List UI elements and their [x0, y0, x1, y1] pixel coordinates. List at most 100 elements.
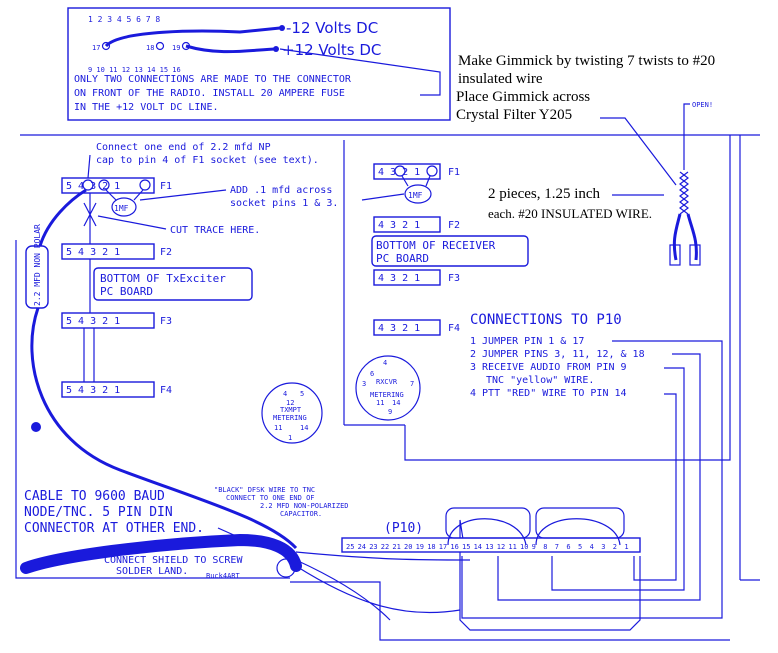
txmpt-pin-12: 12	[286, 399, 294, 407]
tx-cap-lead-b	[133, 189, 144, 201]
rx-cap-1mf	[404, 184, 432, 204]
tx-cap-lead-a	[105, 189, 117, 201]
connect-cap-note-1: Connect one end of 2.2 mfd NP	[96, 142, 271, 153]
tx-f1-pin3-ring	[98, 179, 110, 191]
connection-2: 2 JUMPER PINS 3, 11, 12, & 18	[470, 349, 645, 360]
rx-f2-pins: 4 3 2 1	[378, 220, 420, 231]
connections-title: CONNECTIONS TO P10	[470, 312, 622, 328]
p10-pin-7: 7	[555, 543, 559, 551]
rx-f1-label: F1	[448, 167, 460, 178]
rx-f1-pin1-ring	[426, 165, 438, 177]
add-cap-leader-right	[361, 193, 405, 201]
pin-18: 18	[146, 44, 154, 52]
np-capacitor-label: 2.2 MFD NON POLAR	[33, 224, 42, 306]
tx-socket-f3	[61, 312, 155, 329]
pieces-note-2: each. #20 INSULATED WIRE.	[488, 206, 652, 221]
p10-pin-6: 6	[566, 543, 570, 551]
chassis-left-edge	[15, 240, 290, 579]
connection-3b: TNC "yellow" WIRE.	[486, 375, 594, 386]
cable-wires	[295, 551, 471, 621]
p10-pin-12: 12	[497, 543, 505, 551]
plus12-wire	[185, 44, 277, 54]
tx-cap-1mf	[111, 197, 137, 217]
rx-board-label-2: PC BOARD	[376, 252, 429, 265]
tx-f2-pins: 5 4 3 2 1	[66, 247, 120, 258]
conn-3-route	[551, 367, 685, 591]
txmpt-metering-socket	[261, 382, 323, 444]
cut-trace-leader	[97, 215, 167, 230]
tx-f1-label: F1	[160, 181, 172, 192]
rx-f3-pins: 4 3 2 1	[378, 273, 420, 284]
pin-19: 19	[172, 44, 180, 52]
power-note-2: ON FRONT OF THE RADIO. INSTALL 20 AMPERE…	[74, 88, 345, 99]
p10-pin-11: 11	[508, 543, 516, 551]
gimmick-twist	[679, 171, 689, 215]
tx-f2-label: F2	[160, 247, 172, 258]
black-wire-note-1: "BLACK" DFSK WIRE TO TNC	[214, 486, 315, 494]
jumper-group-a	[445, 507, 531, 539]
gimmick-pad-left	[669, 244, 681, 266]
plus12-label: +12 Volts DC	[282, 41, 381, 59]
cable-note-leader	[217, 527, 237, 537]
rxcvr-pin-11: 11	[376, 399, 384, 407]
txmpt-pin-14: 14	[300, 424, 308, 432]
chassis-bottom-trace	[290, 581, 730, 641]
rx-board-label-box	[371, 235, 529, 267]
p10-pin-18: 18	[427, 543, 435, 551]
p10-pin-15: 15	[462, 543, 470, 551]
tx-f4-pins: 5 4 3 2 1	[66, 385, 120, 396]
rx-f3-label: F3	[448, 273, 460, 284]
open-leader	[683, 103, 690, 170]
shield-note-1: CONNECT SHIELD TO SCREW	[104, 555, 243, 566]
p10-pin-3: 3	[601, 543, 605, 551]
rx-cap-lead-b	[425, 175, 431, 187]
rx-f1-pins: 4 3 2 1	[378, 167, 420, 178]
connection-1: 1 JUMPER PIN 1 & 17	[470, 336, 584, 347]
coax-cable	[20, 533, 302, 574]
cable-note-1: CABLE TO 9600 BAUD	[24, 489, 165, 504]
conn-4-route	[633, 393, 677, 581]
gimmick-leads	[672, 213, 698, 261]
p10-pin-2: 2	[613, 543, 617, 551]
p10-pin-19: 19	[416, 543, 424, 551]
rx-cap-label: 1MF	[408, 191, 423, 200]
rxcvr-pin-3: 3	[362, 380, 366, 388]
pieces-note-1: 2 pieces, 1.25 inch	[488, 186, 601, 202]
rxcvr-metering-socket	[355, 355, 421, 421]
gimmick-note-4: Crystal Filter Y205	[456, 107, 572, 123]
connection-4: 4 PTT "RED" WIRE TO PIN 14	[470, 388, 627, 399]
rx-cap-lead-a	[401, 175, 409, 187]
p10-pin-17: 17	[439, 543, 447, 551]
txmpt-metering-label: METERING	[273, 414, 307, 422]
screw-solder-land	[276, 558, 296, 578]
black-wire-note-4: CAPACITOR.	[280, 510, 322, 518]
p10-pin-10: 10	[520, 543, 528, 551]
rxcvr-pin-14: 14	[392, 399, 400, 407]
p10-jumper-arcs	[447, 518, 621, 546]
power-note-3: IN THE +12 VOLT DC LINE.	[74, 102, 219, 113]
rx-socket-f2	[373, 216, 441, 233]
conn-1-route	[461, 340, 723, 619]
pin-17-dot	[101, 41, 111, 51]
p10-pin-1: 1	[624, 543, 628, 551]
cut-trace-note: CUT TRACE HERE.	[170, 225, 260, 236]
rx-socket-f1	[373, 163, 441, 180]
p10-pin-13: 13	[485, 543, 493, 551]
tx-socket-f4	[61, 381, 155, 398]
connection-3: 3 RECEIVE AUDIO FROM PIN 9	[470, 362, 627, 373]
conn-loop	[459, 519, 641, 631]
rxcvr-pin-6: 6	[370, 370, 374, 378]
tx-f3-label: F3	[160, 316, 172, 327]
p10-pin-16: 16	[450, 543, 458, 551]
p10-pin-21: 21	[392, 543, 400, 551]
gimmick-note-2: insulated wire	[458, 71, 543, 87]
rx-board-outline	[404, 135, 731, 461]
minus12-terminal	[279, 25, 285, 31]
jumper-group-b	[535, 507, 625, 539]
p10-pin-23: 23	[369, 543, 377, 551]
rx-f2-label: F2	[448, 220, 460, 231]
rx-socket-f3	[373, 269, 441, 286]
txmpt-label: TXMPT	[280, 406, 302, 414]
tx-board-label-2: PC BOARD	[100, 285, 153, 298]
